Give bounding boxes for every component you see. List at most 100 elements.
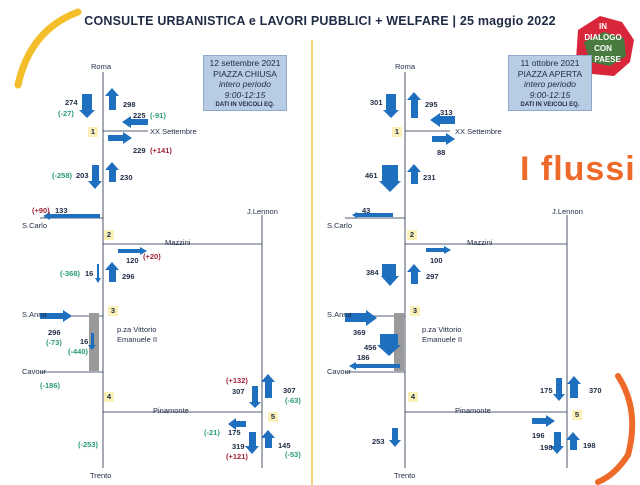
left-arrow-roma-out xyxy=(105,88,119,110)
orange-arc-decoration xyxy=(595,373,636,485)
left-info-period: intero periodo xyxy=(219,79,271,89)
right-arrow-s2-in xyxy=(381,264,399,286)
right-arrow-mazzini-out xyxy=(426,246,451,254)
right-node-5: 5 xyxy=(572,410,582,420)
right-arrow-n5-out xyxy=(566,432,580,450)
page-title: CONSULTE URBANISTICA e LAVORI PUBBLICI +… xyxy=(84,14,556,28)
right-val-scarlo-out: 43 xyxy=(362,206,371,215)
left-val-scarlo-out: 133 xyxy=(55,206,68,215)
left-street-mazzini: Mazzini xyxy=(165,238,191,247)
right-val-pz-in: 456 xyxy=(364,343,377,352)
right-arrow-s4-in xyxy=(389,428,401,447)
left-val-pz-in: 16 xyxy=(80,337,89,346)
left-val-sanna-delta: (-73) xyxy=(46,338,62,347)
left-arrow-roma-in xyxy=(79,94,95,118)
right-val-xx-out: 88 xyxy=(437,148,446,157)
logo: IN DIALOGO CON IL PAESE xyxy=(572,14,634,76)
logo-text-4: IL PAESE xyxy=(585,55,621,64)
right-arrow-scarlo-out xyxy=(352,212,393,218)
left-val-pz-delta: (-440) xyxy=(68,347,89,356)
left-node-1: 1 xyxy=(88,127,98,137)
right-street-cavour: Cavour xyxy=(327,367,352,376)
right-piazza-block xyxy=(394,313,404,371)
left-arrow-mazzini-out xyxy=(118,247,147,255)
right-val-jl-in: 175 xyxy=(540,386,553,395)
left-val-jl-in-delta: (+132) xyxy=(226,376,248,385)
left-val-mazzini-delta: (+20) xyxy=(143,252,161,261)
left-val-jl-out: 307 xyxy=(283,386,296,395)
right-val-s4-in: 253 xyxy=(372,437,385,446)
left-val-xx-in: 225 xyxy=(133,111,146,120)
left-val-roma-out: 298 xyxy=(123,100,136,109)
left-val-s2-in-delta: (-368) xyxy=(60,269,81,278)
right-street-piazza-1: p.za Vittorio xyxy=(422,325,462,334)
right-val-s2-in: 384 xyxy=(366,268,379,277)
left-val-s1-in: 203 xyxy=(76,171,89,180)
left-arrow-s2-out xyxy=(105,262,119,282)
right-val-jl-out: 370 xyxy=(589,386,602,395)
right-node-3: 3 xyxy=(410,306,420,316)
right-arrow-roma-in xyxy=(383,94,399,118)
left-street-pinamonte: Pinamonte xyxy=(153,406,189,415)
left-node-3: 3 xyxy=(108,306,118,316)
right-arrow-cavour-out xyxy=(349,362,400,370)
right-node-2: 2 xyxy=(407,230,417,240)
right-node-1: 1 xyxy=(392,127,402,137)
left-arrow-s2-in xyxy=(95,264,101,283)
right-arrow-jl-in xyxy=(553,378,565,401)
left-val-pn-in: 175 xyxy=(228,428,241,437)
left-arrow-s1-out xyxy=(105,162,119,182)
logo-text-1: IN xyxy=(599,22,607,31)
right-val-roma-out: 295 xyxy=(425,100,438,109)
left-val-roma-in-delta: (-27) xyxy=(58,109,74,118)
left-arrow-scarlo-out xyxy=(43,212,100,220)
left-val-xx-in-delta: (-91) xyxy=(150,111,166,120)
left-panel: 12 settembre 2021 PIAZZA CHIUSA intero p… xyxy=(0,0,312,485)
right-arrow-s1-in xyxy=(379,165,401,192)
right-info-status: PIAZZA APERTA xyxy=(517,68,583,79)
right-street-roma: Roma xyxy=(395,62,416,71)
left-street-trento: Trento xyxy=(90,471,112,480)
right-street-piazza-2: Emanuele II xyxy=(422,335,463,344)
right-arrow-roma-out xyxy=(407,92,421,118)
left-info-box: 12 settembre 2021 PIAZZA CHIUSA intero p… xyxy=(203,55,287,111)
right-info-hours: 9:00-12:15 xyxy=(529,89,571,100)
right-arrow-sanna-in xyxy=(345,310,377,326)
left-info-status: PIAZZA CHIUSA xyxy=(213,68,277,79)
left-street-jlennon: J.Lennon xyxy=(247,207,278,216)
left-arrow-xx-in xyxy=(122,116,148,128)
right-street-jlennon: J.Lennon xyxy=(552,207,583,216)
left-val-s2-out: 296 xyxy=(122,272,135,281)
left-val-s2-in: 16 xyxy=(85,269,94,278)
right-val-roma-in: 301 xyxy=(370,98,383,107)
right-info-box: 11 ottobre 2021 PIAZZA APERTA intero per… xyxy=(508,55,592,111)
right-street-scarlo: S.Carlo xyxy=(327,221,353,230)
left-info-date: 12 settembre 2021 xyxy=(209,58,281,68)
right-info-date: 11 ottobre 2021 xyxy=(520,58,580,68)
right-street-xx-settembre: XX Settembre xyxy=(455,127,502,136)
right-val-mazzini-out: 100 xyxy=(430,256,443,265)
left-val-s4-delta: (-253) xyxy=(78,440,99,449)
right-val-xx-in: 313 xyxy=(440,108,453,117)
left-val-cavour-delta: (-186) xyxy=(40,381,61,390)
right-arrow-xx-in xyxy=(430,113,455,127)
left-val-sanna-in: 296 xyxy=(48,328,61,337)
left-info-unit: DATI IN VEICOLI EQ. xyxy=(215,102,275,108)
right-arrow-pn-in xyxy=(532,415,555,427)
left-val-n5-in: 319 xyxy=(232,442,245,451)
right-node-4: 4 xyxy=(408,392,418,402)
left-arrow-pz-in xyxy=(88,333,96,350)
right-val-n5-out: 198 xyxy=(583,441,596,450)
left-val-n5-out: 145 xyxy=(278,441,291,450)
left-node-5: 5 xyxy=(268,412,278,422)
right-street-trento: Trento xyxy=(394,471,416,480)
right-val-n5-in: 198 xyxy=(540,443,553,452)
left-street-xx-settembre: XX Settembre xyxy=(150,127,197,136)
left-arrow-jl-out xyxy=(261,374,275,398)
logo-text-2: DIALOGO xyxy=(584,33,622,42)
left-val-jl-out-delta: (-63) xyxy=(285,396,301,405)
left-arrow-n5-out xyxy=(261,430,275,448)
left-arrow-jl-in xyxy=(249,386,261,408)
left-val-jl-in: 307 xyxy=(232,387,245,396)
